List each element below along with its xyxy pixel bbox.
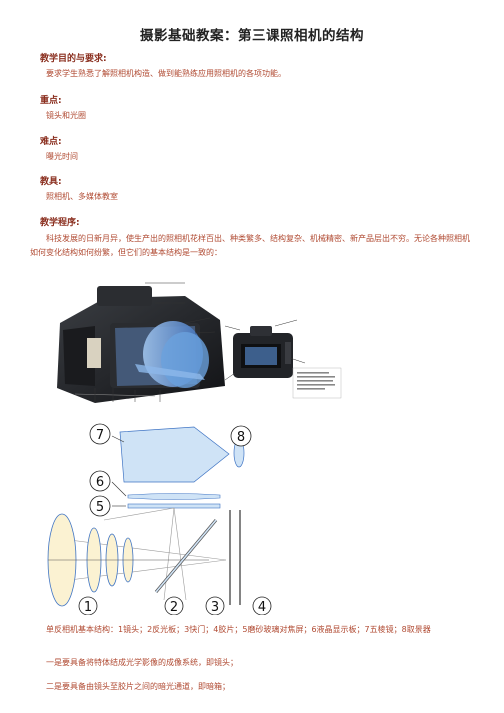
section-body-objectives: 要求学生熟悉了解照相机构造、做到能熟练应用照相机的各项功能。: [46, 69, 286, 78]
label-4: 4: [258, 600, 266, 615]
label-1: 1: [84, 600, 92, 615]
section-heading-key-points: 重点:: [40, 96, 62, 106]
section-heading-objectives: 教学目的与要求:: [40, 54, 107, 64]
pentaprism-shape: [119, 426, 230, 483]
label-5: 5: [96, 500, 104, 515]
intro-paragraph: 科技发展的日新月异，使生产出的照相机花样百出、种类繁多、结构复杂、机械精密、新产…: [30, 234, 470, 257]
diagram-caption: 单反相机基本结构：1镜头；2反光板；3快门；4胶片；5磨砂玻璃对焦屏；6液晶显示…: [46, 625, 431, 634]
section-heading-difficulties: 难点:: [40, 137, 62, 147]
text-line-lens: 一是要具备将特体结成光学影像的成像系统，即镜头；: [46, 658, 238, 667]
focusing-screen-shape: [127, 503, 221, 509]
light-ray-lines: [53, 507, 227, 601]
lens-group-shape: [47, 513, 209, 607]
section-heading-procedure: 教学程序:: [40, 218, 80, 228]
label-6: 6: [96, 475, 104, 490]
page-title: 摄影基础教案：第三课照相机的结构: [140, 28, 364, 44]
section-body-teaching-aids: 照相机、多媒体教室: [46, 192, 118, 201]
slr-optical-diagram: 7 8 6 5 1 2 3 4: [47, 423, 272, 615]
section-body-key-points: 镜头和光圈: [46, 111, 86, 120]
rear-callout-lines: [224, 319, 306, 381]
label-8: 8: [237, 430, 245, 445]
rear-callout-box-text: [297, 372, 335, 390]
label-3: 3: [211, 600, 219, 615]
camera-cutaway-illustration: [57, 282, 342, 403]
text-line-darkbox: 二是要具备由镜头至胶片之间的暗光通道，即暗箱；: [46, 682, 230, 691]
section-heading-teaching-aids: 教具:: [40, 177, 62, 187]
label-2: 2: [170, 600, 178, 615]
camera-body-front: [57, 286, 225, 403]
camera-body-rear: [233, 326, 293, 378]
lcd-panel-shape: [127, 493, 221, 500]
callout-lines: [94, 282, 216, 402]
section-body-difficulties: 曝光时间: [46, 152, 78, 161]
label-7: 7: [96, 428, 104, 443]
